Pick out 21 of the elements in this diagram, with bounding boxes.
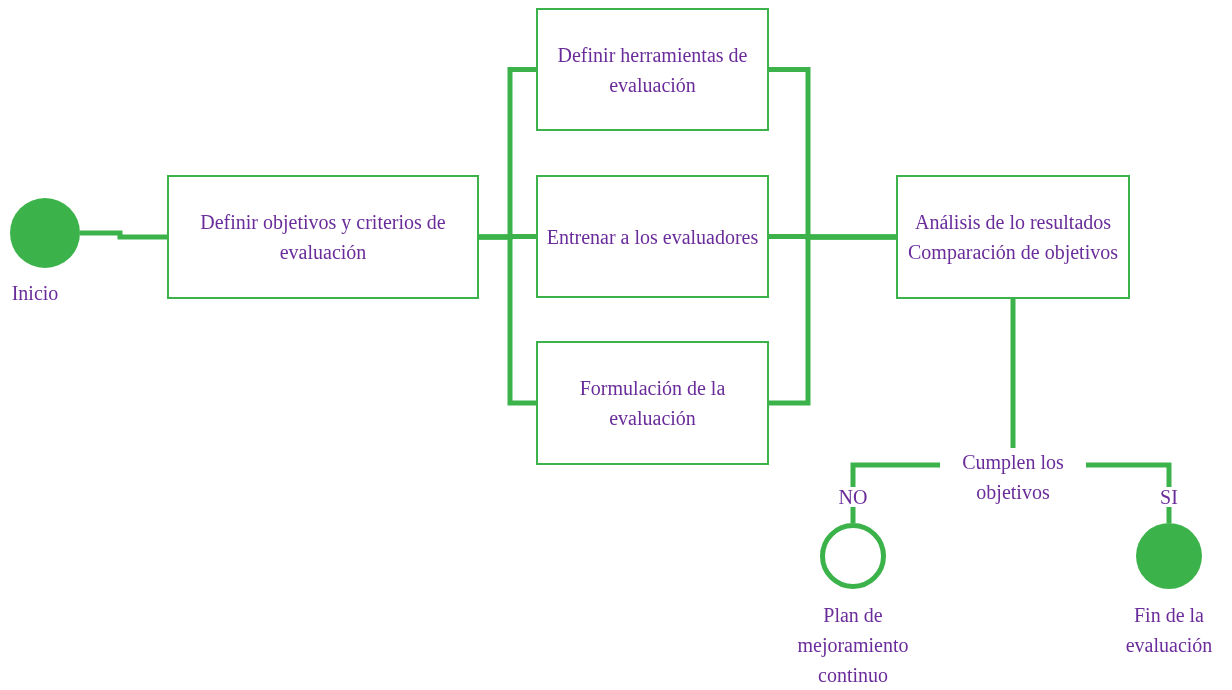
process-box <box>896 175 1130 299</box>
node-text: Comparación de objetivos <box>908 240 1118 266</box>
node-text: Entrenar a los evaluadores <box>546 224 759 250</box>
node-caption: Plan de mejoramiento continuo <box>796 603 910 688</box>
connector-line <box>769 234 896 406</box>
process-box <box>536 175 769 298</box>
connector-line <box>1086 462 1172 523</box>
node-text: Formulación de la evaluación <box>578 376 727 431</box>
connector-line <box>850 462 940 523</box>
process-box <box>536 8 769 131</box>
node-caption: Inicio <box>10 281 60 306</box>
node-text: Cumplen los objetivos <box>961 450 1065 506</box>
process-box <box>167 175 479 299</box>
node-text: Definir herramientas de evaluación <box>556 42 749 98</box>
node-text: Análisis de lo resultados <box>914 210 1112 235</box>
connector-line <box>80 230 167 240</box>
connector-line <box>479 234 536 406</box>
node-caption: Fin de la evaluación <box>1124 603 1214 658</box>
connector-line <box>1010 299 1016 448</box>
node-text: Definir objetivos y criterios de evaluación <box>199 210 447 265</box>
process-box <box>536 341 769 465</box>
